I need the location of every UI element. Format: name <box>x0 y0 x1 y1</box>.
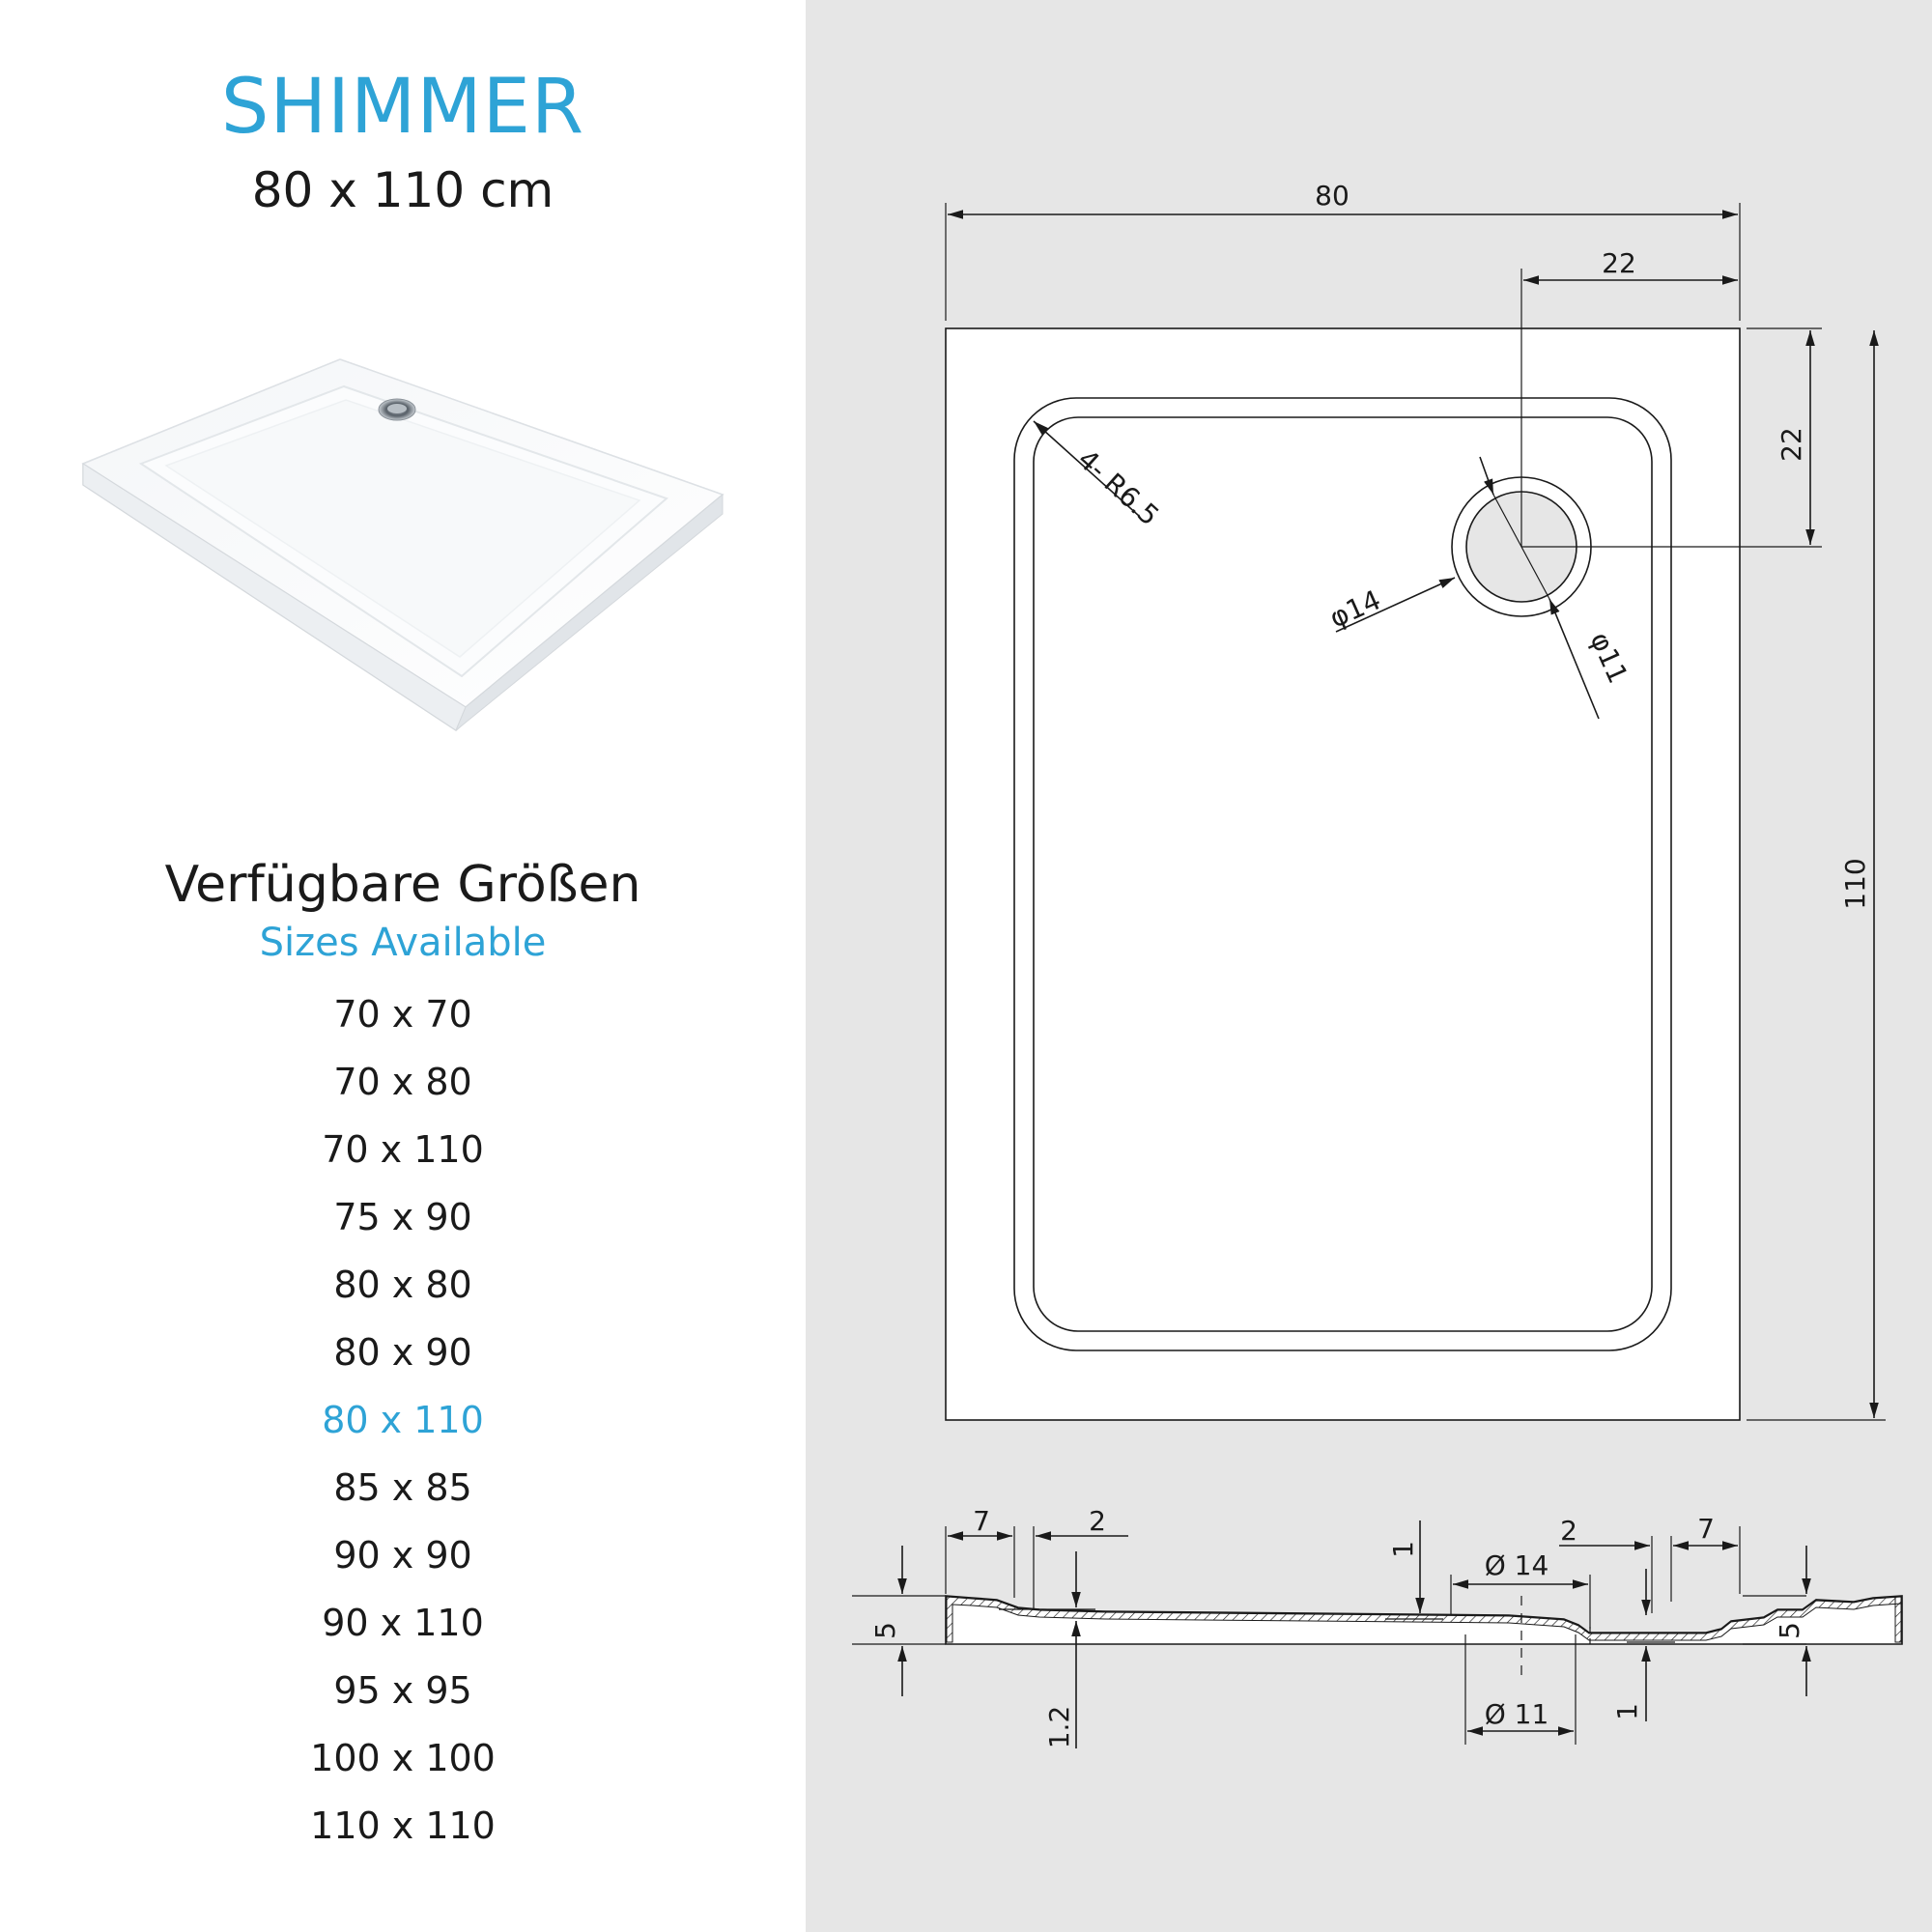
size-option: 90 x 90 <box>333 1534 472 1577</box>
size-option: 90 x 110 <box>322 1602 484 1644</box>
dim-height-right: 5 <box>1774 1622 1805 1639</box>
size-option: 70 x 110 <box>322 1128 484 1171</box>
size-option: 70 x 70 <box>333 993 472 1036</box>
sizes-heading: Verfügbare Größen <box>164 856 641 914</box>
dim-drain-offset-y: 22 <box>1776 427 1807 462</box>
tray-outline <box>945 327 1741 1421</box>
top-view: 80 22 22 110 4- R6.5 φ14 φ11 <box>945 180 1886 1421</box>
dim-width: 80 <box>1315 180 1350 212</box>
size-option: 100 x 100 <box>310 1737 496 1779</box>
technical-drawing: 80 22 22 110 4- R6.5 φ14 φ11 <box>852 180 1903 1749</box>
dim-drain-outer-section: Ø 14 <box>1485 1549 1549 1581</box>
shower-tray-image <box>81 358 724 731</box>
sizes-subheading: Sizes Available <box>259 921 547 965</box>
dim-slope-right: 2 <box>1560 1515 1577 1547</box>
dim-step-right: 1 <box>1611 1703 1643 1720</box>
size-option: 70 x 80 <box>333 1061 472 1103</box>
dim-height-left: 5 <box>869 1622 901 1639</box>
dim-rim-left: 7 <box>973 1505 990 1537</box>
size-list: 70 x 70 70 x 80 70 x 110 75 x 90 80 x 80 80 x… <box>0 985 806 1864</box>
basin-outer-edge <box>1013 397 1672 1351</box>
basin-inner-edge <box>1033 416 1653 1332</box>
size-option: 75 x 90 <box>333 1196 472 1238</box>
dim-base-thickness: 1.2 <box>1043 1706 1075 1749</box>
size-option: 80 x 110 <box>322 1399 484 1441</box>
size-option: 95 x 95 <box>333 1669 472 1712</box>
size-option: 80 x 90 <box>333 1331 472 1374</box>
dim-slope-left: 2 <box>1089 1505 1106 1537</box>
info-panel: SHIMMER 80 x 110 cm Verfügbare Gr <box>0 0 806 1932</box>
size-option: 80 x 80 <box>333 1264 472 1306</box>
product-dimensions: 80 x 110 cm <box>251 162 554 218</box>
product-title: SHIMMER <box>220 64 585 151</box>
size-option: 110 x 110 <box>310 1804 496 1847</box>
dim-length: 110 <box>1839 858 1871 909</box>
size-option: 85 x 85 <box>333 1466 472 1509</box>
section-view: 7 2 5 1.2 1 Ø 14 Ø 11 1 <box>852 1505 1903 1749</box>
dim-step-drain: 1 <box>1387 1541 1419 1558</box>
dim-rim-right: 7 <box>1697 1513 1715 1545</box>
dim-drain-inner-section: Ø 11 <box>1485 1698 1549 1730</box>
dim-drain-offset-x: 22 <box>1602 247 1636 279</box>
